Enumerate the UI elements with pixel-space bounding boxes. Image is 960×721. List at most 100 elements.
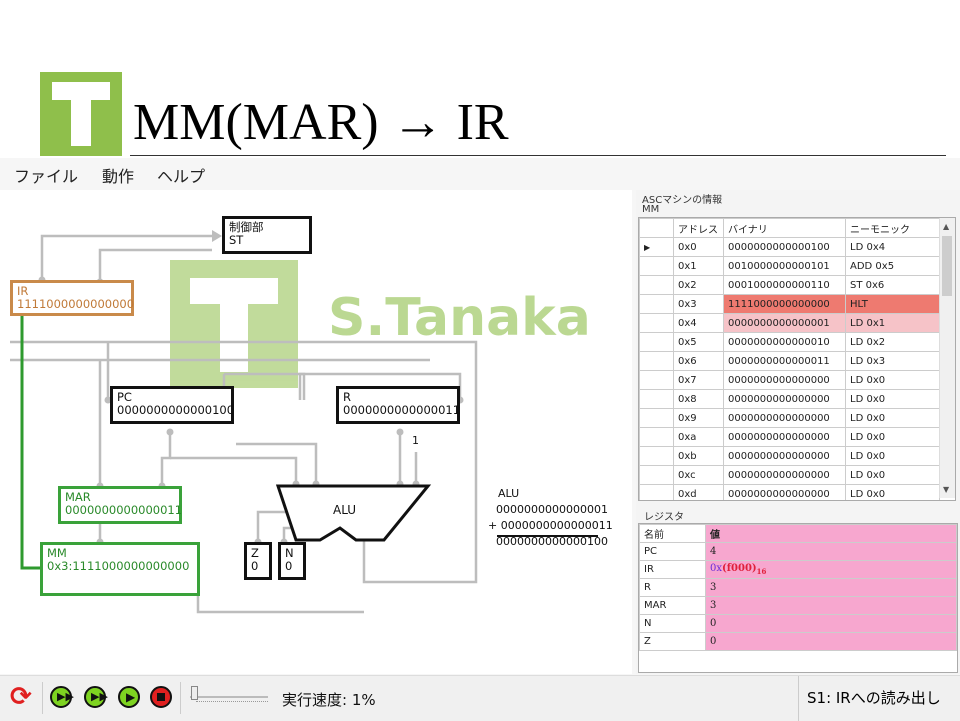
mnemonic-cell: LD 0x0 — [845, 370, 940, 390]
alu-label: ALU — [333, 503, 357, 517]
row-marker — [639, 313, 674, 333]
ir-register-value: 1111000000000000 — [17, 297, 135, 311]
address-cell: 0x0 — [673, 237, 724, 257]
ir-hex-base: 16 — [756, 567, 767, 576]
ir-register-label: IR — [17, 284, 29, 298]
speed-slider[interactable] — [190, 686, 270, 710]
step-run-icon: ▶▶ — [91, 690, 108, 703]
memory-table-scrollbar[interactable]: ▲ ▼ — [939, 218, 955, 498]
control-unit-state: ST — [229, 233, 244, 247]
row-marker — [639, 332, 674, 352]
constant-one: 1 — [412, 434, 419, 447]
control-unit: 制御部 ST — [222, 216, 312, 254]
ir-hex-value: (f000) — [722, 563, 757, 574]
registers-title: レジスタ — [644, 512, 684, 523]
fast-forward-icon: ▶▶ — [57, 690, 74, 703]
mnemonic-cell: LD 0x0 — [845, 465, 940, 485]
mnemonic-cell: ADD 0x5 — [845, 256, 940, 276]
status-panel: S1: IRへの読み出し — [798, 676, 960, 721]
binary-cell: 0000000000000000 — [723, 465, 846, 485]
binary-cell: 0000000000000100 — [723, 237, 846, 257]
r-register-label: R — [343, 390, 351, 404]
stop-button[interactable] — [150, 686, 172, 708]
asc-info-title: ASCマシンの情報 — [642, 195, 723, 206]
memory-table-header: アドレス バイナリ ニーモニック — [639, 218, 940, 238]
toolbar-separator-2 — [180, 682, 181, 714]
menu-file[interactable]: ファイル — [14, 167, 79, 186]
row-marker — [639, 294, 674, 314]
reg-col-value: 値 — [705, 524, 957, 543]
status-text: S1: IRへの読み出し — [807, 689, 941, 707]
alu-calc-operand1: 0000000000000001 — [496, 503, 608, 516]
title-divider — [130, 155, 946, 156]
ir-hex-prefix: 0x — [710, 563, 723, 574]
menu-action[interactable]: 動作 — [102, 167, 135, 186]
binary-cell: 0000000000000000 — [723, 446, 846, 466]
register-name: Z — [639, 632, 706, 651]
binary-cell: 0000000000000011 — [723, 351, 846, 371]
menu-help[interactable]: ヘルプ — [157, 167, 206, 186]
mar-register-value: 0000000000000011 — [65, 503, 183, 517]
address-cell: 0x3 — [673, 294, 724, 314]
mar-register: MAR 0000000000000011 — [58, 486, 182, 524]
mar-register-label: MAR — [65, 490, 91, 504]
row-marker — [639, 427, 674, 447]
fast-forward-button[interactable]: ▶▶ — [50, 686, 74, 708]
col-header-address[interactable]: アドレス — [673, 218, 724, 238]
row-marker: ▶ — [639, 237, 674, 257]
scroll-down-icon[interactable]: ▼ — [943, 485, 950, 494]
col-header-binary[interactable]: バイナリ — [723, 218, 846, 238]
address-cell: 0xb — [673, 446, 724, 466]
address-cell: 0x7 — [673, 370, 724, 390]
binary-cell: 0000000000000010 — [723, 332, 846, 352]
alu-calculation: ALU 0000000000000001 + 0000000000000011 … — [488, 486, 613, 550]
reset-icon[interactable]: ⟳ — [10, 682, 32, 712]
speed-label: 実行速度: 1% — [282, 691, 376, 709]
step-button[interactable]: ▶ — [118, 686, 140, 708]
n-flag: N 0 — [278, 542, 306, 580]
row-marker — [639, 256, 674, 276]
register-value: 3 — [705, 578, 957, 597]
watermark-logo — [170, 260, 298, 388]
speed-slider-thumb[interactable] — [191, 686, 198, 700]
scroll-thumb[interactable] — [942, 236, 952, 296]
datapath-canvas: S.Tanaka 制御部 ST IR 1111000000000000 PC 0… — [0, 190, 632, 674]
n-flag-value: 0 — [285, 559, 293, 573]
row-marker — [639, 370, 674, 390]
z-flag-label: Z — [251, 546, 259, 560]
step-run-button[interactable]: ▶▶ — [84, 686, 108, 708]
binary-cell: 0000000000000000 — [723, 427, 846, 447]
datapath-wires — [10, 230, 598, 614]
col-header-mnemonic[interactable]: ニーモニック — [845, 218, 940, 238]
col-header-marker — [639, 218, 674, 238]
logo-t — [40, 72, 122, 156]
z-flag: Z 0 — [244, 542, 272, 580]
main-memory-label: MM — [47, 546, 67, 560]
pc-register: PC 0000000000000100 — [110, 386, 234, 424]
reg-col-name: 名前 — [639, 524, 706, 543]
scroll-up-icon[interactable]: ▲ — [943, 222, 950, 231]
n-flag-label: N — [285, 546, 294, 560]
